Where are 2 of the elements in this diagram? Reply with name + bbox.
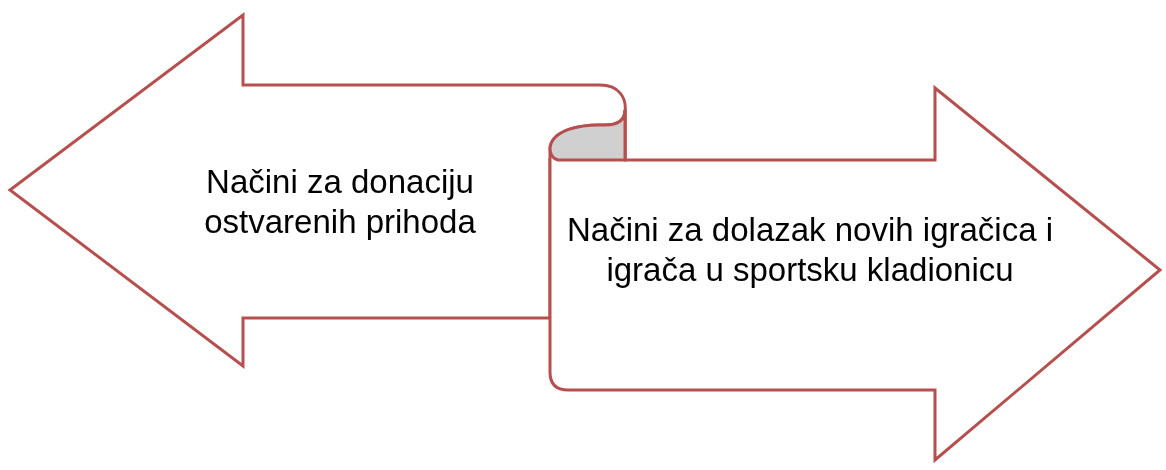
arrow-label: Načini za dolazak novih igračica i igrača u sportsku kladionicu [565, 210, 1055, 291]
arrow-label: Načini za donaciju ostvarenih prihoda [203, 162, 477, 243]
